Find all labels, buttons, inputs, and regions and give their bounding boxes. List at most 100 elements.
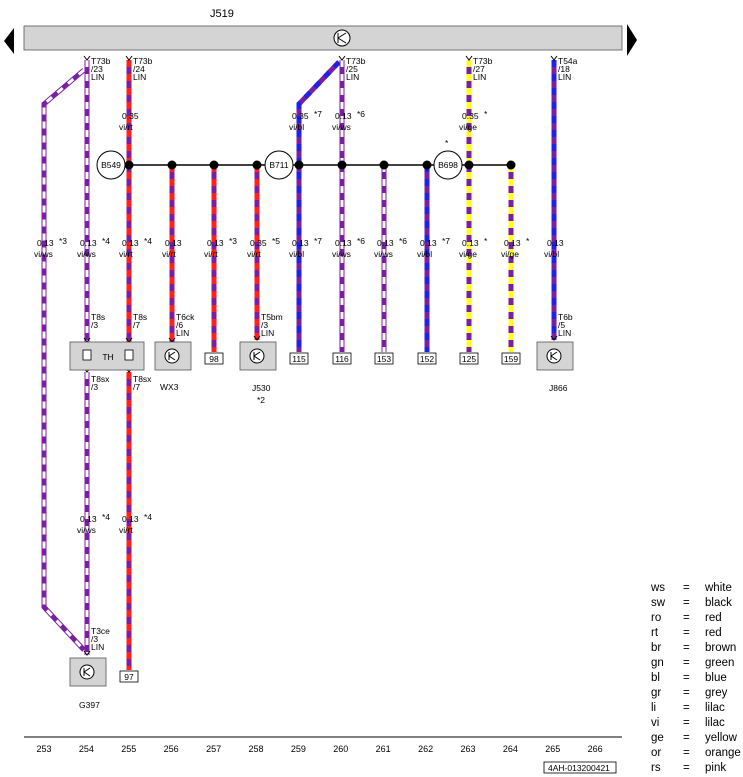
junction-dot	[379, 160, 389, 170]
junction-dot	[252, 160, 262, 170]
component-j530: J530 *2	[239, 341, 277, 405]
wire-255-conn-top: LIN	[133, 72, 146, 82]
wire-254-conn-end: /3	[91, 634, 98, 644]
column-number: 256	[164, 744, 179, 754]
svg-text:*2: *2	[257, 395, 265, 405]
legend-cell: =	[683, 717, 690, 729]
wire-255-conn-bottom: /7	[133, 320, 140, 330]
wire-255-code: vi/rt	[119, 249, 133, 259]
connector-pin	[550, 335, 558, 341]
column-number: 257	[206, 744, 221, 754]
column-number: 258	[248, 744, 263, 754]
svg-text:152: 152	[420, 354, 434, 364]
wire-254-conn-top: /23	[91, 64, 103, 74]
legend-row: ge=yellow	[651, 731, 741, 746]
wire-259-code: vi/bl	[289, 249, 304, 259]
component-j866: J866	[536, 341, 574, 393]
legend-cell: =	[683, 657, 690, 669]
legend-cell: blue	[705, 672, 727, 684]
control-unit-title: J519	[210, 8, 234, 20]
wire-262-code: vi/bl	[417, 249, 432, 259]
wire-263-conn-top: LIN	[473, 72, 486, 82]
wire-255-size: 0.13	[122, 238, 139, 248]
legend-cell: red	[705, 612, 722, 624]
wire-260-top-code: vi/ws	[332, 122, 351, 132]
wire-254-code: vi/ws	[77, 249, 96, 259]
wire-259	[296, 60, 341, 352]
junction-dot	[337, 160, 347, 170]
svg-text:B549: B549	[101, 160, 121, 170]
column-number: 261	[376, 744, 391, 754]
legend-cell: yellow	[705, 732, 737, 744]
connector-pin	[83, 55, 91, 61]
wire-263-top-code: vi/ge	[459, 122, 477, 132]
svg-text:159: 159	[504, 354, 518, 364]
wire-255-top-code: vi/rt	[119, 122, 133, 132]
junction-dot	[294, 160, 304, 170]
wire-258-size: 0.35	[250, 238, 267, 248]
legend-cell: green	[705, 657, 735, 669]
wire-263-conn-top: /27	[473, 64, 485, 74]
wire-253-note: *3	[59, 236, 67, 246]
legend-cell: sw	[651, 597, 666, 609]
column-number: 262	[418, 744, 433, 754]
component-wx3: WX3	[154, 341, 192, 392]
wire-263-size: 0.13	[462, 238, 479, 248]
junction-dot	[464, 160, 474, 170]
wire-254-conn-end: LIN	[91, 642, 104, 652]
wire-260-top-note: *6	[357, 109, 365, 119]
wire-260-conn-top: /25	[346, 64, 358, 74]
legend-cell: =	[683, 732, 690, 744]
legend-cell: gn	[651, 657, 664, 669]
wire-254-lower-code: vi/ws	[77, 525, 96, 535]
junction-dot	[422, 160, 432, 170]
junction-dot	[124, 160, 134, 170]
wire-264-size: 0.13	[504, 238, 521, 248]
end-box-125: 125	[459, 352, 479, 365]
wire-labels: T73b/23LIN0.13vi/ws*4T8s/3T8sx/30.13vi/w…	[34, 56, 578, 652]
column-number: 254	[79, 744, 94, 754]
wire-257-note: *3	[229, 236, 237, 246]
legend-row: vi=lilac	[651, 716, 741, 731]
wire-259-top-size: 0.35	[292, 111, 309, 121]
end-box-116: 116	[332, 352, 352, 365]
component-th: TH	[69, 341, 145, 371]
end-box-115: 115	[289, 352, 309, 365]
legend-cell: =	[683, 762, 690, 774]
wire-256-code: vi/rt	[162, 249, 176, 259]
wire-255-top-size: 0.35	[122, 111, 139, 121]
column-number: 259	[291, 744, 306, 754]
scroll-right-arrow[interactable]	[627, 24, 637, 56]
wire-265-conn-top: T54a	[558, 56, 578, 66]
legend-cell: gr	[651, 687, 662, 699]
wire-260-size: 0.13	[335, 238, 352, 248]
wire-258-conn-bottom: T5bm	[261, 312, 283, 322]
splice-b698: B698	[433, 150, 463, 180]
wire-254-lower-note: *4	[102, 512, 110, 522]
svg-text:116: 116	[335, 354, 349, 364]
wire-260-top-size: 0.13	[335, 111, 352, 121]
doc-id-box	[543, 761, 617, 774]
splice-b711: B711	[264, 150, 294, 180]
wire-263-conn-top: T73b	[473, 56, 493, 66]
legend-row: sw=black	[651, 596, 741, 611]
column-number: 253	[36, 744, 51, 754]
legend-cell: lilac	[705, 717, 725, 729]
wire-265-code: vi/bl	[544, 249, 559, 259]
wire-258-code: vi/rt	[247, 249, 261, 259]
scroll-left-arrow[interactable]	[4, 28, 14, 54]
wire-254-conn-top: T73b	[91, 56, 111, 66]
legend-row: bl=blue	[651, 671, 741, 686]
wire-260-code: vi/ws	[332, 249, 351, 259]
wire-259-note: *7	[314, 236, 322, 246]
legend-cell: rs	[651, 762, 661, 774]
wire-255-lower-code: vi/rt	[119, 525, 133, 535]
legend-cell: =	[683, 582, 690, 594]
legend-cell: =	[683, 642, 690, 654]
legend-cell: =	[683, 612, 690, 624]
connector-pin	[338, 55, 346, 61]
wire-258-conn-bottom: LIN	[261, 328, 274, 338]
